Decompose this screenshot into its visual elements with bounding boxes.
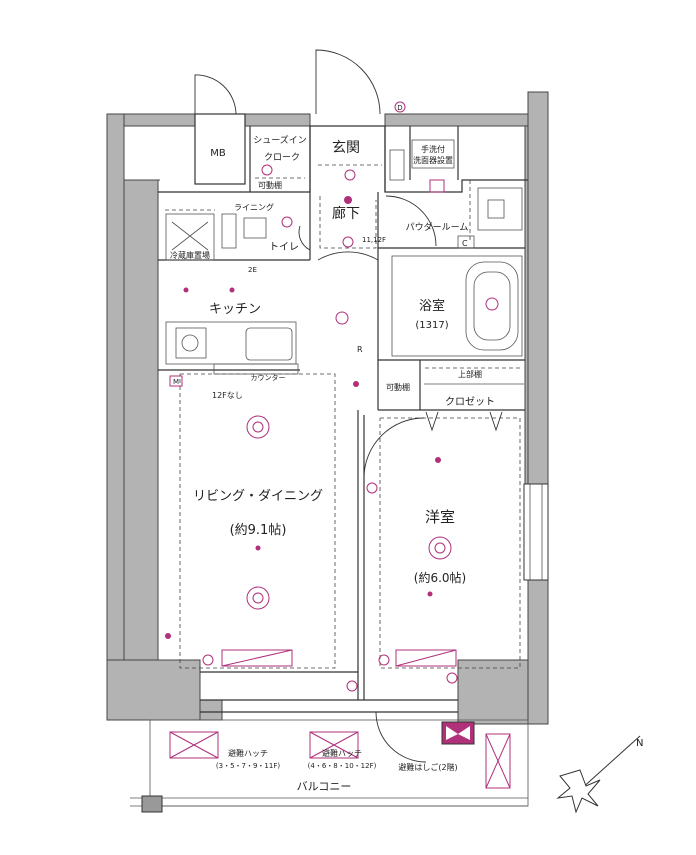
tef-symbol: 2E xyxy=(248,266,257,274)
living-dining-label: リビング・ダイニング xyxy=(193,489,323,504)
toilet-label: トイレ xyxy=(269,242,299,253)
no-12f-label: 12Fなし xyxy=(212,391,243,400)
kitchen: キッチン カウンター xyxy=(165,287,349,382)
shoes-in-cloak: シューズイン クローク 可動棚 xyxy=(253,134,307,190)
ceiling-dashed-lines xyxy=(165,180,521,669)
evac-hatch-2-label-1: 避難ハッチ xyxy=(322,748,362,758)
washstand-label-1: 手洗付 xyxy=(421,144,445,154)
shoes-in-cloak-label-1: シューズイン xyxy=(253,134,307,146)
fridge-space-label: 冷蔵庫置場 xyxy=(170,250,210,260)
fridge-space: 冷蔵庫置場 xyxy=(165,213,215,261)
western-room-size: (約6.0帖) xyxy=(414,570,466,585)
adjustable-shelf-1-label: 可動棚 xyxy=(258,180,282,190)
m-symbol-1: M xyxy=(173,378,179,386)
shoes-in-cloak-label-2: クローク xyxy=(264,152,300,163)
washstand-label-2: 洗面器設置 xyxy=(413,155,453,165)
d-symbol: D xyxy=(397,104,402,112)
entrance: 玄関 xyxy=(318,139,382,181)
western-room: 洋室 (約6.0帖) xyxy=(363,417,466,667)
bathroom: 浴室 (1317) xyxy=(391,255,523,357)
evac-hatch-2-label-2: (4・6・8・10・12F) xyxy=(308,762,377,770)
living-dining-size: (約9.1帖) xyxy=(230,523,287,538)
interior-partitions xyxy=(158,125,528,713)
bedroom-window xyxy=(523,483,549,581)
bathroom-label: 浴室 xyxy=(419,298,445,314)
entrance-door[interactable] xyxy=(315,49,381,115)
corridor-note: 11,12F xyxy=(362,236,386,244)
washstand-unit: 手洗付 洗面器設置 xyxy=(389,139,455,193)
evac-hatch-1-label-1: 避難ハッチ xyxy=(228,748,268,758)
upper-shelf-label: 上部棚 xyxy=(458,369,482,379)
living-dining: 12Fなし リビング・ダイニング (約9.1帖) xyxy=(165,381,359,667)
corridor-label: 廊下 xyxy=(332,205,360,222)
symbols: D M R 2E xyxy=(169,101,458,692)
compass-north-arrow: N xyxy=(556,735,643,814)
lining-label: ライニング xyxy=(234,202,274,212)
evac-hatch-1-label-2: (3・5・7・9・11F) xyxy=(216,762,280,770)
r-symbol: R xyxy=(357,345,363,354)
mb-closet: MB xyxy=(194,74,246,185)
powder-room: パウダールーム C xyxy=(385,187,523,249)
mb-label: MB xyxy=(210,148,226,159)
evac-ladder-label: 避難はしご(2階) xyxy=(398,762,457,772)
bathroom-size: (1317) xyxy=(415,320,448,331)
balcony: 避難ハッチ (3・5・7・9・11F) 避難ハッチ (4・6・8・10・12F)… xyxy=(130,711,529,813)
toilet-room: ライニング トイレ xyxy=(221,202,311,253)
western-room-label: 洋室 xyxy=(425,508,455,526)
closet-area: 可動棚 上部棚 クロゼット xyxy=(386,367,524,432)
adjustable-shelf-2-label: 可動棚 xyxy=(386,382,410,392)
north-label: N xyxy=(636,738,643,749)
entrance-label: 玄関 xyxy=(332,139,360,156)
corridor: 廊下 11,12F xyxy=(317,196,386,261)
counter-label: カウンター xyxy=(251,373,286,382)
kitchen-label: キッチン xyxy=(209,302,261,317)
balcony-label: バルコニー xyxy=(297,780,352,793)
powder-room-label: パウダールーム xyxy=(406,221,469,233)
closet-label: クロゼット xyxy=(445,396,495,408)
c-symbol: C xyxy=(462,239,468,248)
exterior-walls xyxy=(106,91,549,725)
